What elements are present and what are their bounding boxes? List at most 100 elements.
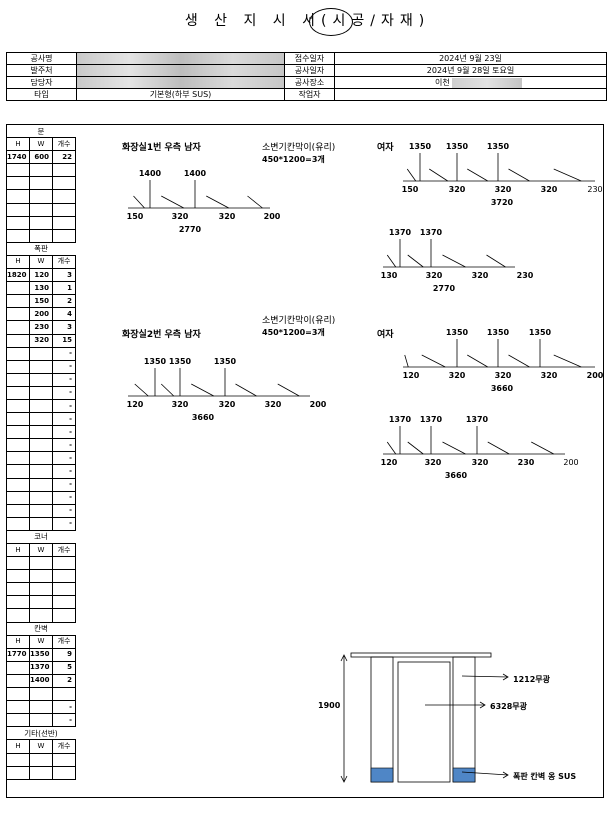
m1-panel-width: 320 [172,212,189,221]
table-row [6,215,77,230]
table-row [6,582,77,597]
page-title: 생 산 지 시 서(시공/자재) [184,13,431,29]
room2-title: 화장실2번 우측 남자 [122,330,201,340]
f1a-door-swing [467,168,488,182]
room1-urinal-label: 소변기칸막이(유리) [262,143,336,153]
left-pilaster [370,656,394,783]
m2-panel-width: 200 [310,400,327,409]
table-cell [51,765,77,780]
m1-panel-width: 200 [264,212,281,221]
f1a-panel-width: 150 [402,185,419,194]
f1a-total-width: 3720 [491,198,514,207]
f2a-partition-depth: 1350 [487,328,510,337]
m2-partition-depth: 1350 [214,357,237,366]
table-row [6,556,77,571]
m2-partition-depth: 1350 [169,357,192,366]
door-panel [397,661,451,783]
table-row: - [6,464,77,479]
type-value: 기본형(하부 SUS) [76,88,285,101]
f1b-partition-depth: 1370 [389,228,412,237]
m1-door-swing [133,195,145,209]
f1b-door-swing [407,254,424,268]
table-row [6,228,77,243]
f1b-door-swing [386,254,397,268]
leader-sus-line [461,771,509,776]
f2a-door-swing [553,354,582,368]
table-row [6,176,77,191]
m1-door-swing [206,195,229,209]
f2a-total-width: 3660 [491,384,514,393]
f2a-door-swing [467,354,488,368]
f2a-door-swing [421,354,446,368]
f2a-panel-width: 320 [449,371,466,380]
f1a-door-swing [406,168,417,182]
m1-door-swing [247,195,263,209]
site-text: 이천 [435,78,450,87]
f1b-partition-depth: 1370 [420,228,443,237]
m2-panel-width: 120 [127,400,144,409]
f2a-door-swing [508,354,530,368]
m1-panel-width: 320 [219,212,236,221]
room2-urinal-label: 소변기칸막이(유리) [262,316,336,326]
f2b-total-width: 3660 [445,471,468,480]
f2a-panel-width: 320 [541,371,558,380]
table-cell: - [51,372,77,387]
m2-panel-width: 320 [172,400,189,409]
table-row: - [6,359,77,374]
m1-panel-width: 150 [127,212,144,221]
f1a-door-swing [508,168,530,182]
circle-annotation [309,8,353,36]
table-row [6,765,77,780]
elevation-height: 1900 [318,701,341,710]
f1b-door-swing [486,254,506,268]
f1b-panel-width: 320 [426,271,443,280]
m2-door-swing [277,383,300,397]
f2b-door-swing [386,441,397,455]
room1-female-label: 여자 [377,143,394,153]
f2b-panel-width: 200 [563,458,578,467]
table-row: - [6,451,77,466]
f2a-panel-width: 120 [403,371,420,380]
leader-6328-arrow-icon [479,701,486,709]
f1a-panel-width: 320 [495,185,512,194]
m2-door-swing [191,383,214,397]
f1a-door-swing [553,168,582,182]
m2-door-swing [235,383,257,397]
leader-1212-line [461,675,509,678]
f2b-partition-depth: 1370 [389,415,412,424]
f2b-door-swing [407,441,424,455]
f2b-door-swing [442,441,466,455]
top-rail [350,652,492,658]
f2b-panel-width: 230 [518,458,535,467]
m2-door-swing [134,383,149,397]
elevation-label-3: 폭판 칸벽 옹 SUS [513,772,577,781]
table-row [6,608,77,623]
room2-urinal-spec: 450*1200=3개 [262,328,325,337]
m2-panel-width: 320 [219,400,236,409]
arrow-up-icon [340,654,348,662]
f1b-panel-width: 130 [381,271,398,280]
f1b-panel-width: 320 [472,271,489,280]
f1b-total-width: 2770 [433,284,456,293]
m2-panel-width: 320 [265,400,282,409]
right-sus-base [452,767,476,783]
f1a-panel-width: 230 [587,185,602,194]
f2b-panel-width: 320 [425,458,442,467]
left-sus-base [370,767,394,783]
info-table: 공사명 접수일자 2024년 9월 23일 발주처 공사일자 2024년 9월 … [6,52,607,101]
f2b-door-swing [487,441,510,455]
room2-female-label: 여자 [377,330,394,340]
site-blur [452,77,523,88]
elevation-label-2: 6328무광 [490,702,527,711]
table-row: - [6,372,77,387]
table-row: - [6,385,77,400]
f2b-partition-depth: 1370 [466,415,489,424]
f2a-partition-depth: 1350 [529,328,552,337]
arrow-down-icon [340,775,348,783]
elevation-label-1: 1212무광 [513,675,550,684]
table-row [6,202,77,217]
